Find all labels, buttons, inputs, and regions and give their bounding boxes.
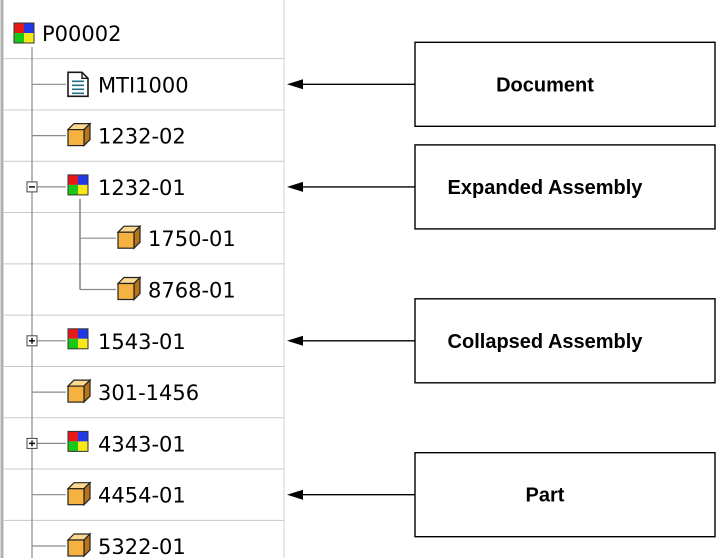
callout-box bbox=[414, 452, 716, 538]
assembly-icon-quad bbox=[78, 174, 88, 185]
assembly-icon-quad bbox=[68, 184, 78, 195]
assembly-icon-quad bbox=[78, 338, 88, 349]
tree-node[interactable]: 4343-01 bbox=[26, 430, 186, 456]
tree-node-label: 5322-01 bbox=[98, 535, 186, 558]
expand-toggle[interactable] bbox=[26, 335, 38, 347]
tree-node[interactable]: 1232-01 bbox=[26, 174, 186, 200]
expand-toggle[interactable] bbox=[26, 437, 38, 449]
callout-box bbox=[414, 298, 716, 384]
tree-node[interactable]: 301-1456 bbox=[32, 378, 199, 405]
callout-arrowhead bbox=[287, 335, 303, 346]
assembly-icon-quad bbox=[14, 23, 24, 33]
callout-document: Document bbox=[287, 41, 716, 127]
callout-arrowhead bbox=[287, 181, 303, 192]
callout-arrowhead bbox=[287, 79, 303, 90]
assembly-icon-quad bbox=[68, 174, 78, 185]
part-icon-face bbox=[117, 282, 135, 301]
assembly-icon-quad bbox=[68, 338, 78, 349]
assembly-icon-quad bbox=[68, 328, 78, 339]
tree-node-label: 4343-01 bbox=[98, 432, 186, 456]
callout-box bbox=[414, 41, 716, 127]
assembly-icon-border bbox=[67, 430, 89, 452]
tree-root-node[interactable]: P00002 bbox=[13, 22, 121, 46]
assembly-icon-border bbox=[13, 22, 35, 44]
assembly-icon-quad bbox=[24, 33, 34, 43]
callout-label: Document bbox=[496, 74, 594, 96]
assembly-icon-quad bbox=[14, 33, 24, 43]
assembly-icon-quad bbox=[68, 431, 78, 442]
part-icon-face bbox=[117, 231, 135, 249]
assembly-icon-quad bbox=[78, 328, 88, 339]
part-icon-face bbox=[67, 488, 85, 506]
tree-node[interactable]: 8768-01 bbox=[80, 276, 236, 303]
assembly-icon-quad bbox=[78, 184, 88, 195]
document-icon-fold bbox=[81, 72, 88, 79]
callout-label: Collapsed Assembly bbox=[448, 331, 644, 353]
tree-node-label: 1543-01 bbox=[98, 330, 186, 354]
assembly-icon-quad bbox=[68, 441, 78, 452]
tree-node[interactable]: 1543-01 bbox=[26, 328, 186, 354]
tree-node-label: 8768-01 bbox=[148, 279, 236, 303]
tree-panel bbox=[0, 0, 285, 558]
tree-node[interactable]: 1232-02 bbox=[32, 122, 186, 149]
tree-node[interactable]: 1750-01 bbox=[80, 224, 236, 251]
collapse-toggle[interactable] bbox=[26, 181, 38, 193]
tree-node[interactable]: 5322-01 bbox=[32, 532, 186, 558]
assembly-icon-border bbox=[67, 174, 89, 196]
part-icon-face bbox=[67, 385, 85, 403]
callout-part: Part bbox=[287, 452, 716, 538]
tree-node-label: MTI1000 bbox=[98, 73, 189, 97]
assembly-icon-quad bbox=[24, 23, 34, 33]
callout-collapsed-assembly: Collapsed Assembly bbox=[287, 298, 716, 384]
part-icon-face bbox=[67, 539, 85, 557]
tree-node[interactable]: MTI1000 bbox=[32, 71, 189, 97]
assembly-icon-quad bbox=[78, 431, 88, 442]
callout-label: Part bbox=[526, 485, 565, 507]
callout-label: Expanded Assembly bbox=[448, 177, 644, 199]
tree-node-label: 4454-01 bbox=[98, 484, 186, 508]
tree-node-label: 1750-01 bbox=[148, 227, 236, 251]
tree-node-label: P00002 bbox=[42, 22, 121, 46]
tree-node-label: 1232-01 bbox=[98, 176, 186, 200]
assembly-icon-border bbox=[67, 328, 89, 350]
callout-expanded-assembly: Expanded Assembly bbox=[287, 144, 716, 230]
tree-node[interactable]: 4454-01 bbox=[32, 481, 186, 508]
assembly-icon-quad bbox=[78, 441, 88, 452]
tree-node-label: 301-1456 bbox=[98, 381, 199, 405]
tree-node-label: 1232-02 bbox=[98, 125, 186, 149]
part-icon-face bbox=[67, 129, 85, 147]
callout-arrowhead bbox=[287, 489, 303, 500]
